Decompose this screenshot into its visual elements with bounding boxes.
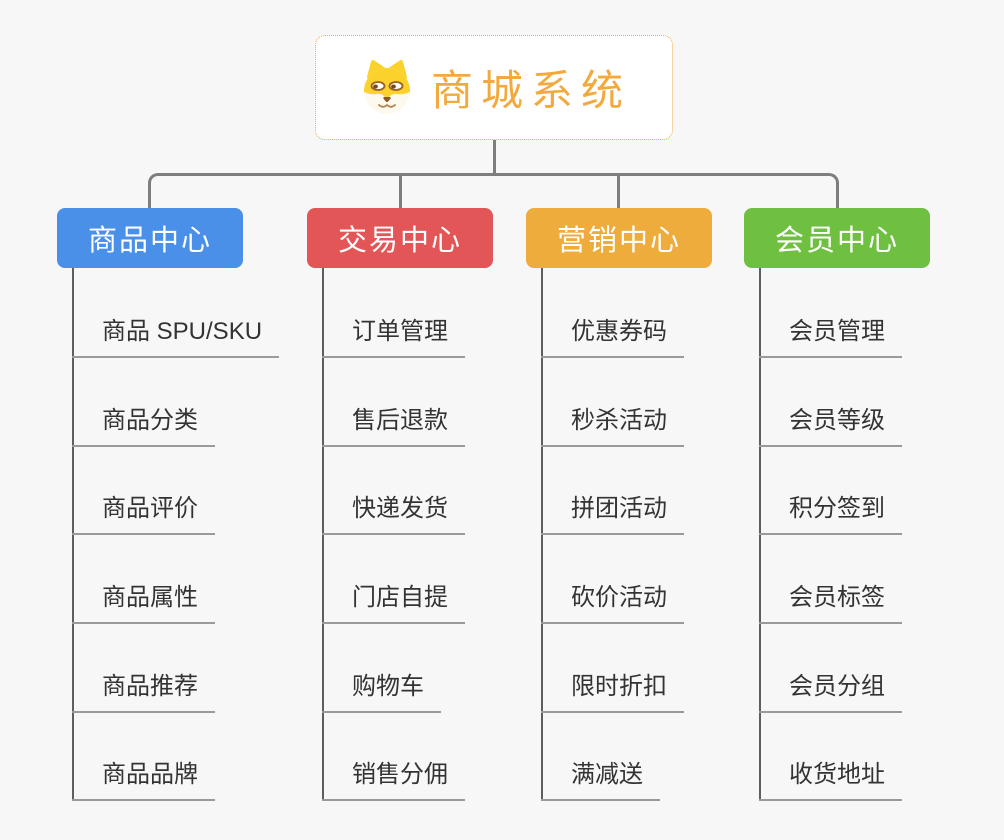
branch-title: 营销中心: [556, 225, 681, 257]
leaf-node[interactable]: 会员分组: [759, 671, 902, 713]
branch-node-trade[interactable]: 交易中心: [307, 208, 493, 268]
leaf-node[interactable]: 商品评价: [72, 493, 215, 535]
branch-trade: 交易中心 订单管理 售后退款 快递发货 门店自提 购物车 销售分佣: [307, 208, 493, 801]
branch-title: 交易中心: [337, 225, 462, 257]
root-title: 商城系统: [430, 67, 631, 114]
branch-product: 商品中心 商品 SPU/SKU 商品分类 商品评价 商品属性 商品推荐 商品品牌: [57, 208, 280, 801]
connector-drop-trade: [399, 173, 402, 208]
branch-node-product[interactable]: 商品中心: [57, 208, 243, 268]
root-connector-stub: [493, 140, 496, 174]
root-node[interactable]: 商城系统: [315, 35, 673, 140]
leaf-node[interactable]: 会员标签: [759, 582, 902, 624]
leaf-node[interactable]: 门店自提: [322, 582, 465, 624]
branch-marketing: 营销中心 优惠券码 秒杀活动 拼团活动 砍价活动 限时折扣 满减送: [526, 208, 712, 801]
leaf-node[interactable]: 购物车: [322, 671, 441, 713]
leaf-node[interactable]: 快递发货: [322, 493, 465, 535]
connector-rail: [148, 173, 839, 208]
branch-title: 会员中心: [774, 225, 899, 257]
connector-drop-marketing: [617, 173, 620, 208]
leaf-node[interactable]: 商品属性: [72, 582, 215, 624]
leaf-node[interactable]: 销售分佣: [322, 759, 465, 801]
leaf-node[interactable]: 商品推荐: [72, 671, 215, 713]
leaf-node[interactable]: 优惠券码: [541, 316, 684, 358]
leaf-node[interactable]: 商品 SPU/SKU: [72, 316, 280, 358]
leaf-node[interactable]: 会员管理: [759, 316, 902, 358]
leaf-node[interactable]: 秒杀活动: [541, 405, 684, 447]
leaf-node[interactable]: 满减送: [541, 759, 660, 801]
leaf-node[interactable]: 限时折扣: [541, 671, 684, 713]
leaf-node[interactable]: 商品品牌: [72, 759, 215, 801]
leaf-node[interactable]: 拼团活动: [541, 493, 684, 535]
branch-node-member[interactable]: 会员中心: [744, 208, 930, 268]
leaf-node[interactable]: 订单管理: [322, 316, 465, 358]
leaf-node[interactable]: 商品分类: [72, 405, 215, 447]
branch-title: 商品中心: [87, 225, 212, 257]
branch-node-marketing[interactable]: 营销中心: [526, 208, 712, 268]
leaf-node[interactable]: 售后退款: [322, 405, 465, 447]
leaf-node[interactable]: 收货地址: [759, 759, 902, 801]
leaf-node[interactable]: 砍价活动: [541, 582, 684, 624]
leaf-node[interactable]: 积分签到: [759, 493, 902, 535]
branch-member: 会员中心 会员管理 会员等级 积分签到 会员标签 会员分组 收货地址: [744, 208, 930, 801]
dog-icon: [363, 59, 410, 114]
leaf-node[interactable]: 会员等级: [759, 405, 902, 447]
